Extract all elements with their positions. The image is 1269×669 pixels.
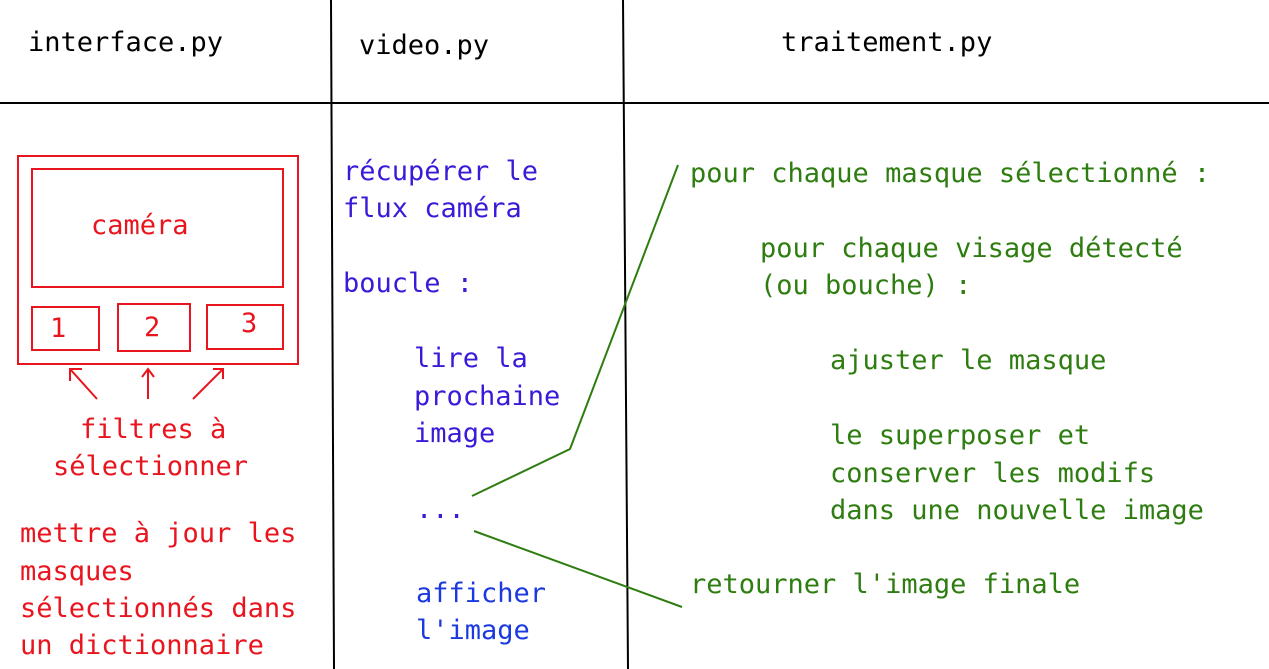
fetch-line-1: récupérer le bbox=[343, 156, 539, 187]
for-each-face-line-1: pour chaque visage détecté bbox=[760, 233, 1183, 264]
filters-label-line2: sélectionner bbox=[53, 451, 249, 482]
overlay-line-1: le superposer et bbox=[830, 420, 1091, 451]
camera-frame bbox=[31, 168, 284, 288]
read-line-2: prochaine bbox=[414, 381, 561, 412]
for-each-face-line-2: (ou bouche) : bbox=[760, 270, 972, 301]
update-line-2: masques bbox=[20, 556, 134, 587]
overlay-line-2: conserver les modifs bbox=[830, 458, 1156, 489]
filter-button-2-label: 2 bbox=[144, 312, 161, 343]
filter-button-2[interactable] bbox=[117, 303, 191, 352]
show-line-1: afficher bbox=[416, 578, 547, 609]
adjust-mask: ajuster le masque bbox=[830, 345, 1107, 376]
show-line-2: l'image bbox=[416, 615, 530, 646]
filters-label-line1: filtres à bbox=[80, 414, 227, 445]
update-line-1: mettre à jour les bbox=[20, 518, 297, 549]
return-final-image: retourner l'image finale bbox=[690, 569, 1081, 600]
fetch-line-2: flux caméra bbox=[343, 193, 522, 224]
ellipsis: ... bbox=[416, 494, 465, 525]
update-line-4: un dictionnaire bbox=[20, 630, 264, 661]
column-divider-2 bbox=[622, 0, 629, 669]
connector-to-loop bbox=[471, 164, 679, 497]
header-video: video.py bbox=[359, 30, 490, 61]
arrow-2-head bbox=[141, 367, 155, 378]
interface-window bbox=[17, 155, 299, 365]
read-line-1: lire la bbox=[414, 343, 528, 374]
read-line-3: image bbox=[414, 418, 496, 449]
arrow-3-head bbox=[213, 368, 224, 379]
header-traitement: traitement.py bbox=[781, 27, 993, 58]
overlay-line-3: dans une nouvelle image bbox=[830, 495, 1204, 526]
arrow-1-head bbox=[69, 368, 82, 381]
loop-label: boucle : bbox=[343, 268, 474, 299]
arrow-3 bbox=[192, 368, 224, 400]
camera-label: caméra bbox=[91, 210, 189, 241]
connector-to-return bbox=[473, 530, 683, 608]
for-each-mask: pour chaque masque sélectionné : bbox=[690, 158, 1211, 189]
filter-button-3[interactable] bbox=[206, 304, 284, 350]
header-interface: interface.py bbox=[28, 27, 224, 58]
filter-button-1[interactable] bbox=[31, 306, 100, 351]
filter-button-3-label: 3 bbox=[241, 308, 258, 339]
connector-lines bbox=[471, 164, 683, 608]
column-divider-1 bbox=[330, 0, 335, 669]
arrow-1 bbox=[69, 368, 98, 400]
filter-arrows bbox=[69, 367, 224, 400]
update-line-3: sélectionnés dans bbox=[20, 593, 297, 624]
filter-button-1-label: 1 bbox=[50, 313, 67, 344]
